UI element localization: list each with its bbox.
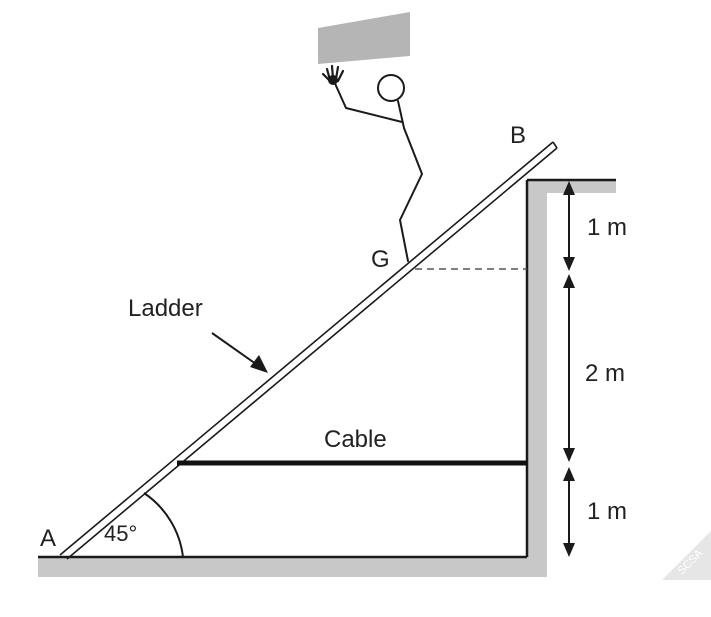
stick-figure-person — [321, 64, 423, 262]
watermark-corner — [662, 531, 711, 580]
label-ladder: Ladder — [128, 295, 203, 322]
dimension-arrow-top — [563, 181, 575, 271]
person-hand — [321, 64, 345, 83]
ground-and-wall — [38, 180, 616, 577]
label-dimension-middle: 2 m — [585, 360, 625, 387]
dimension-arrow-middle — [563, 274, 575, 462]
label-dimension-top: 1 m — [587, 214, 627, 241]
label-dimension-bottom: 1 m — [587, 498, 627, 525]
ladder-pointer-arrow — [211, 332, 268, 373]
label-angle: 45° — [104, 521, 137, 546]
label-cable: Cable — [324, 426, 387, 453]
label-point-a: A — [40, 525, 56, 552]
ladder — [59, 141, 558, 560]
overhead-object — [318, 12, 410, 64]
person-head — [377, 74, 405, 102]
label-point-g: G — [371, 246, 390, 273]
label-point-b: B — [510, 122, 526, 149]
angle-arc — [143, 492, 184, 558]
dimension-arrow-bottom — [563, 467, 575, 557]
